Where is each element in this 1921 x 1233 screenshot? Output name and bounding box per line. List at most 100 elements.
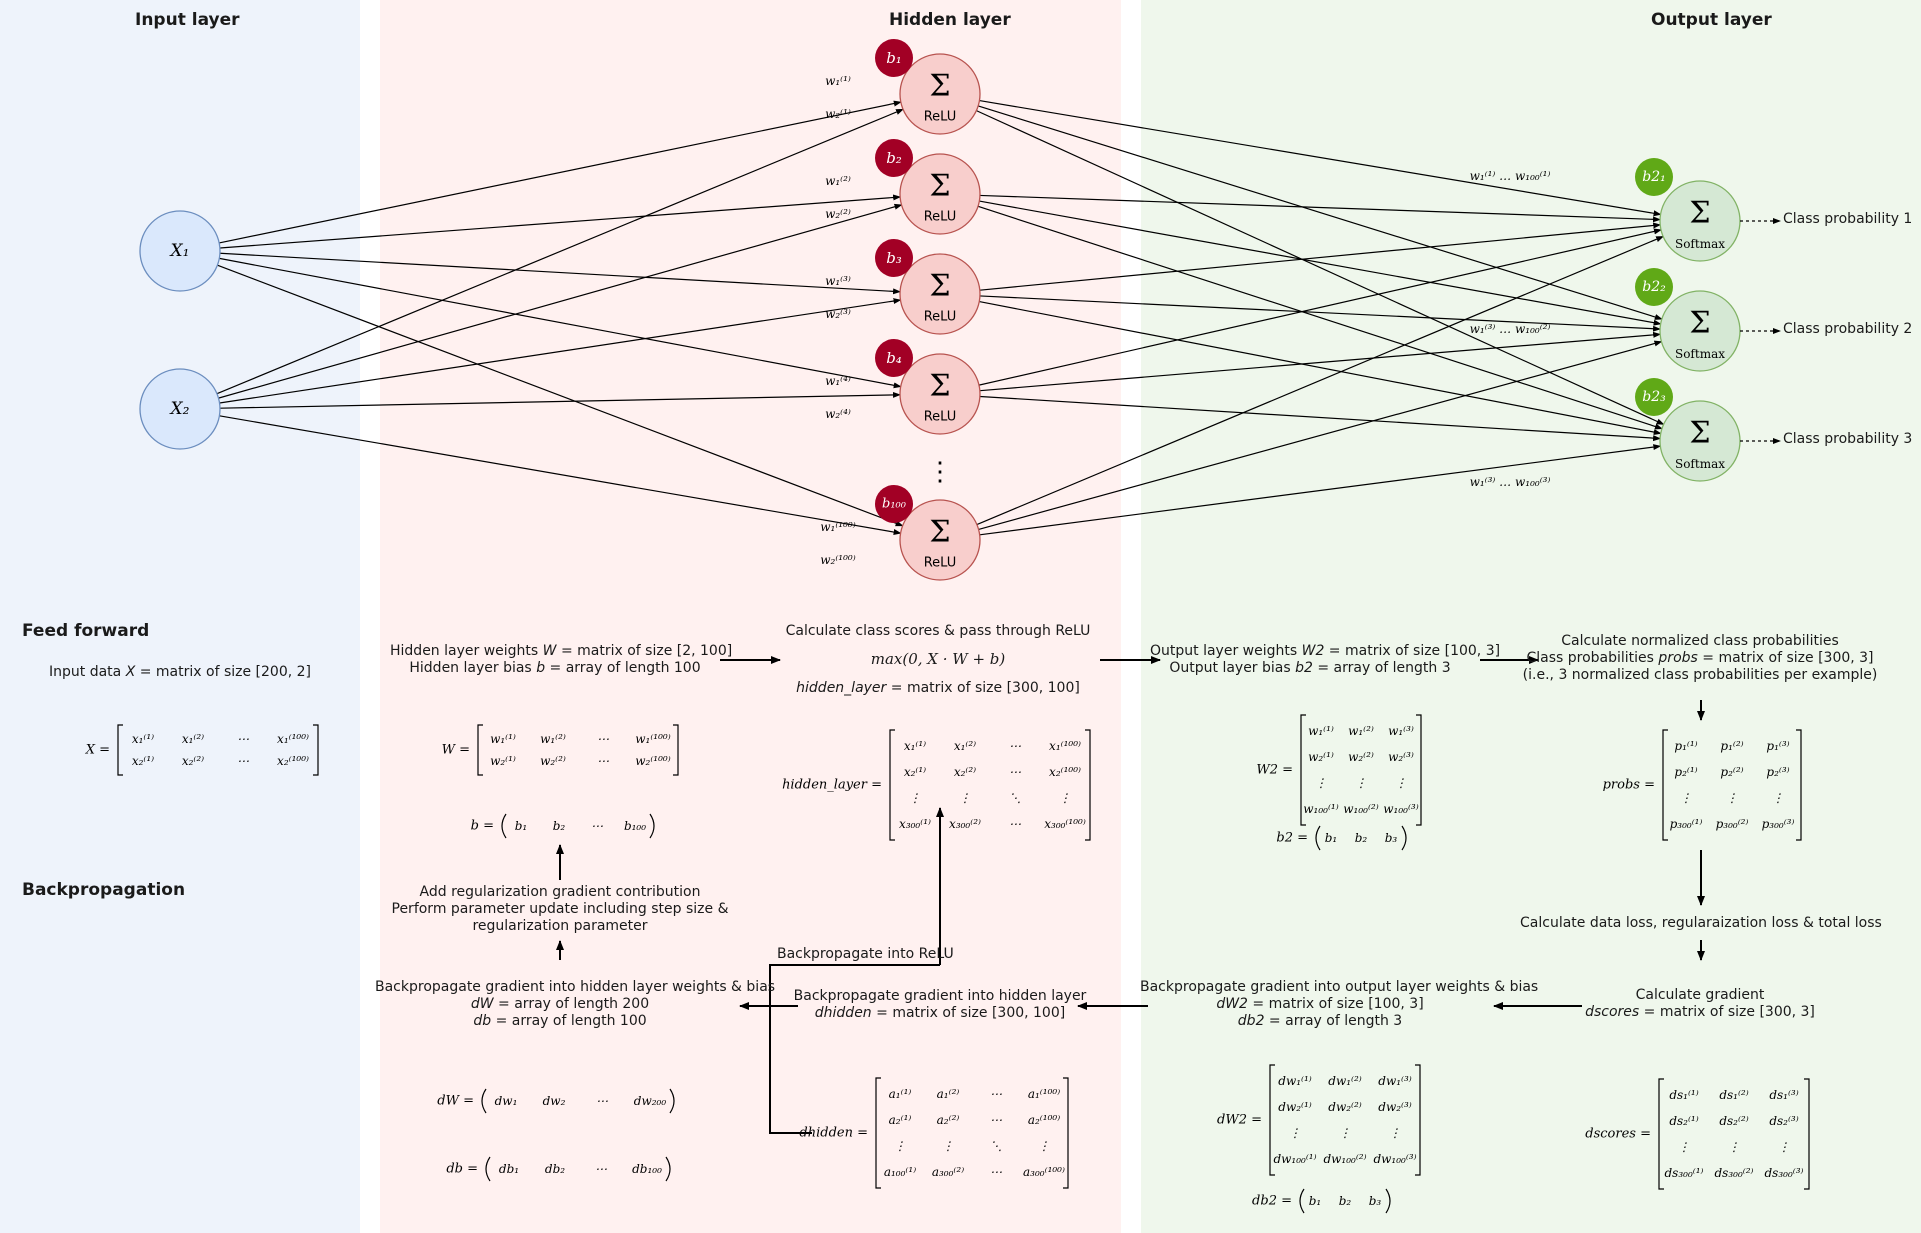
input-node-1 [139,210,221,292]
hidden-node-2 [899,153,981,235]
edge-h2-o2 [979,200,1662,326]
matrix-dW-cell: dw₁ [495,1094,518,1108]
output-node-sigma-3: Σ [1689,416,1710,451]
matrix-db-cell: db₁ [499,1162,519,1176]
matrix-hidden_layer-cell: x₃₀₀⁽¹⁾ [899,817,931,831]
matrix-b2-lparen [1315,825,1321,851]
edge-h5-o1 [976,235,1665,526]
output-weights-text: Output layer weights W2 = matrix of size… [1150,643,1501,676]
matrix-hidden_layer-cell: ⋱ [1009,791,1021,805]
matrix-X-rbracket [313,724,319,776]
matrix-dhidden-cell: ⋯ [990,1165,1002,1179]
matrix-db-cell: db₂ [545,1162,565,1176]
matrix-dhidden-name: dhidden = [799,1126,868,1141]
matrix-W2-cell: w₁₀₀⁽²⁾ [1343,802,1378,816]
matrix-dW2: dW2 =dw₁⁽¹⁾dw₁⁽²⁾dw₁⁽³⁾dw₂⁽¹⁾dw₂⁽²⁾dw₂⁽³… [1217,1064,1421,1176]
matrix-db2-name: db2 = [1252,1194,1292,1209]
matrix-dscores-cell: ds₃₀₀⁽¹⁾ [1665,1166,1704,1180]
feed-forward-title: Feed forward [22,621,150,641]
edge-x2-h1 [216,108,904,395]
matrix-dscores-cell: ds₁⁽³⁾ [1769,1088,1798,1102]
matrix-W2-name: W2 = [1256,763,1293,778]
matrix-W2-cell: w₂⁽²⁾ [1348,750,1374,764]
hidden-node-sigma-3: Σ [929,269,950,304]
hidden-backprop-text: Backpropagate gradient into hidden layer… [793,988,1087,1021]
edge-x1-h5 [217,264,904,527]
matrix-dscores-cell: ⋮ [1678,1140,1690,1154]
matrix-dW-lparen [481,1088,487,1114]
input-data-text: Input data X = matrix of size [200, 2] [49,664,311,680]
hidden-layer-panel [380,0,1121,1233]
matrix-X: X =x₁⁽¹⁾x₁⁽²⁾⋯x₁⁽¹⁰⁰⁾x₂⁽¹⁾x₂⁽²⁾⋯x₂⁽¹⁰⁰⁾ [85,724,319,776]
output-bias-2 [1635,268,1673,306]
matrix-dW2-cell: dw₂⁽²⁾ [1328,1100,1362,1114]
matrix-W-cell: ⋯ [597,754,609,768]
edge-h4-o3 [979,395,1662,442]
matrix-W-cell: ⋯ [597,732,609,746]
matrix-W-rbracket [673,724,679,776]
output-node-activation-3: Softmax [1675,457,1725,471]
matrix-dW2-name: dW2 = [1217,1113,1262,1128]
matrix-dW-name: dW = [437,1094,474,1109]
matrix-dhidden-cell: a₂⁽¹⁰⁰⁾ [1028,1113,1060,1127]
edge-x1-h2 [219,194,902,249]
matrix-hidden_layer: hidden_layer =x₁⁽¹⁾x₁⁽²⁾⋯x₁⁽¹⁰⁰⁾x₂⁽¹⁾x₂⁽… [782,729,1091,841]
hidden-node-5 [899,499,981,581]
hidden-weight-label-w2-4: w₂⁽⁴⁾ [825,407,851,421]
matrix-dW2-cell: ⋮ [1389,1126,1401,1140]
matrix-db-cell: db₁₀₀ [632,1162,662,1176]
matrix-probs-lbracket [1662,729,1668,841]
matrix-dhidden-cell: ⋱ [990,1139,1002,1153]
hidden-node-sigma-1: Σ [929,69,950,104]
matrix-b-name: b = [471,819,494,834]
output-node-sigma-1: Σ [1689,196,1710,231]
hidden-bias-5 [875,485,913,523]
hidden-node-activation-4: ReLU [924,410,957,425]
matrix-W2-cell: w₁⁽³⁾ [1388,724,1414,738]
input-layer-panel [0,0,360,1233]
matrix-hidden_layer-cell: ⋮ [959,791,971,805]
matrix-W-cell: w₂⁽¹⁾ [490,754,516,768]
edge-h1-o1 [979,100,1662,217]
matrix-dhidden: dhidden =a₁⁽¹⁾a₁⁽²⁾⋯a₁⁽¹⁰⁰⁾a₂⁽¹⁾a₂⁽²⁾⋯a₂… [799,1077,1069,1189]
matrix-dscores-rbracket [1804,1078,1810,1190]
output-node-activation-1: Softmax [1675,237,1725,251]
matrix-W2-cell: w₂⁽¹⁾ [1308,750,1334,764]
matrix-b-cell: b₂ [553,819,566,833]
hidden-node-activation-1: ReLU [924,110,957,125]
matrix-dscores-cell: ds₂⁽²⁾ [1719,1114,1748,1128]
matrix-dhidden-cell: a₃₀₀⁽²⁾ [932,1165,964,1179]
matrix-hidden_layer-cell: x₃₀₀⁽²⁾ [949,817,981,831]
edge-h3-o3 [979,301,1662,436]
matrix-W-name: W = [442,743,470,758]
matrix-dhidden-cell: a₁⁽¹⁾ [889,1087,912,1101]
hidden-weight-label-w2-5: w₂⁽¹⁰⁰⁾ [820,553,855,567]
hidden-ellipsis: ⋮ [927,457,953,487]
hidden-weight-label-w2-2: w₂⁽²⁾ [825,207,851,221]
class-probability-3: Class probability 3 [1783,431,1913,447]
output-node-sigma-2: Σ [1689,306,1710,341]
matrix-dW2-cell: dw₁⁽¹⁾ [1278,1074,1312,1088]
matrix-dscores-cell: ds₁⁽¹⁾ [1669,1088,1698,1102]
hidden-node-sigma-4: Σ [929,369,950,404]
matrix-db-rparen [665,1156,671,1182]
hidden-bias-4 [875,339,913,377]
matrix-probs-cell: p₃₀₀⁽²⁾ [1716,817,1749,831]
matrix-dscores-lbracket [1658,1078,1664,1190]
output-weight-label-2: w₁⁽³⁾ … w₁₀₀⁽²⁾ [1470,322,1551,336]
matrix-hidden_layer-cell: ⋯ [1009,817,1021,831]
matrix-X-name: X = [85,743,110,758]
matrix-db2-lparen [1299,1188,1305,1214]
matrix-dhidden-cell: a₁⁽¹⁰⁰⁾ [1028,1087,1060,1101]
matrix-probs-cell: p₁⁽³⁾ [1766,739,1789,753]
class-probability-1: Class probability 1 [1783,211,1913,227]
matrix-probs-cell: p₂⁽¹⁾ [1674,765,1697,779]
matrix-probs-cell: ⋮ [1772,791,1784,805]
edge-x2-h2 [218,203,903,399]
hidden-weight-label-w1-2: w₁⁽²⁾ [825,174,851,188]
matrix-b2-cell: b₃ [1385,831,1398,845]
matrix-probs-cell: p₃₀₀⁽¹⁾ [1670,817,1703,831]
hidden-layer-title: Hidden layer [889,10,1011,30]
edge-h3-o2 [979,295,1662,332]
